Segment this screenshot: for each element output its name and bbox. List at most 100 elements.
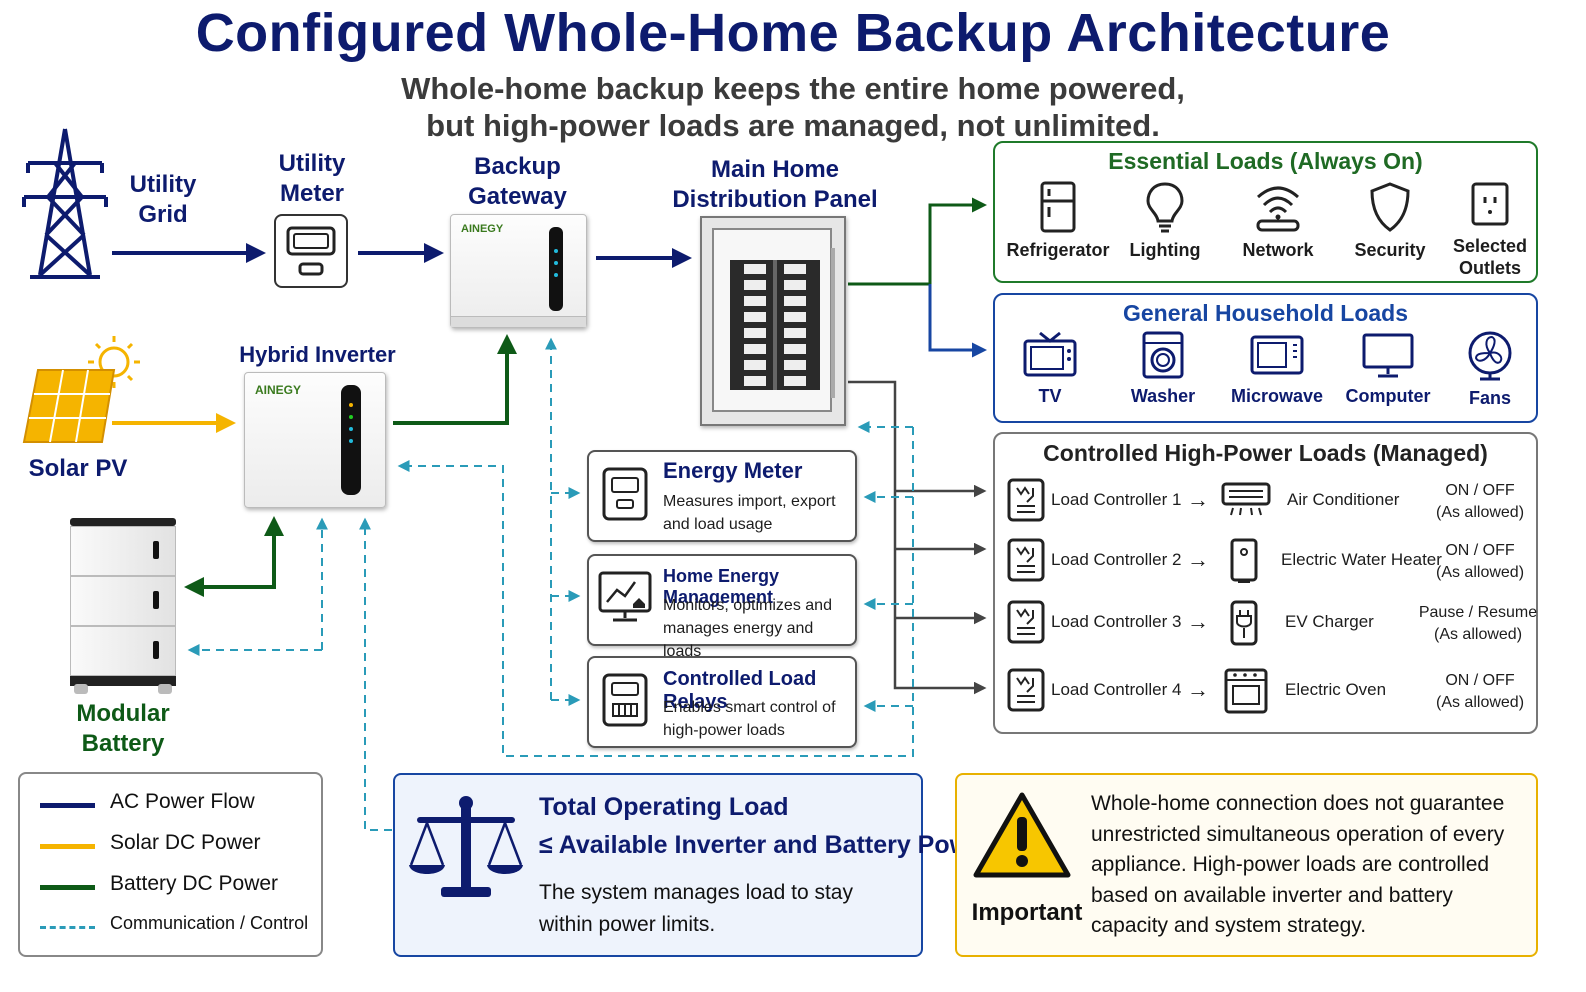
wire-panel-to-controller-4 — [848, 380, 987, 695]
essential-item-refrigerator: Refrigerator — [1003, 181, 1113, 261]
controlled-row-1: Load Controller 1 → Air Conditioner ON /… — [995, 478, 1535, 538]
general-item-label: Computer — [1345, 386, 1431, 406]
legend-label: Communication / Control — [110, 913, 309, 933]
air-conditioner-icon — [1221, 482, 1271, 516]
arrow-right-icon: → — [1187, 487, 1209, 512]
utility-grid-label: Utility Grid — [118, 170, 208, 230]
main-panel-label: Main Home Distribution Panel — [665, 155, 885, 215]
legend-label: AC Power Flow — [110, 790, 255, 813]
controlled-loads-panel: Controlled High-Power Loads (Managed) Lo… — [993, 432, 1538, 734]
utility-meter-label-line1: Utility — [278, 150, 346, 177]
row-state-line1: ON / OFF — [1445, 672, 1515, 689]
row-state: ON / OFF (As allowed) — [1425, 480, 1535, 524]
transmission-tower-icon — [20, 125, 110, 288]
wire-inverter-to-gateway — [393, 334, 517, 425]
hybrid-inverter-brand: AINEGY — [255, 383, 302, 397]
appliance-label: Electric Water Heater — [1281, 550, 1442, 569]
general-item-computer: Computer — [1333, 331, 1443, 407]
controlled-loads-title: Controlled High-Power Loads (Managed) — [1043, 440, 1488, 466]
row-state-line1: ON / OFF — [1445, 542, 1515, 559]
important-text-line1: Whole-home connection does not guarantee — [1091, 792, 1505, 815]
solar-pv-label: Solar PV — [28, 455, 128, 482]
important-text-line4: based on available inverter and battery — [1091, 883, 1453, 907]
solar-panel-icon — [18, 330, 144, 453]
total-load-inequality: ≤ Available Inverter and Battery Power — [539, 831, 993, 859]
relay-icon — [602, 673, 648, 727]
row-state-line1: Pause / Resume — [1418, 604, 1538, 621]
general-item-tv: TV — [1005, 331, 1095, 407]
controller-label: Load Controller 3 — [1051, 612, 1182, 631]
energy-meter-icon — [602, 467, 648, 521]
legend-swatch — [40, 885, 95, 890]
modular-battery-label: Modular Battery — [60, 699, 186, 759]
legend-box: AC Power Flow Solar DC Power Battery DC … — [18, 772, 323, 957]
microwave-icon — [1250, 335, 1304, 375]
appliance-label: Air Conditioner — [1287, 490, 1400, 509]
important-text-line5: capacity and system strategy. — [1091, 914, 1367, 937]
lightbulb-icon — [1146, 182, 1184, 233]
essential-item-network: Network — [1223, 181, 1333, 261]
controller-label: Load Controller 2 — [1051, 550, 1182, 569]
wire-inverter-to-battery — [184, 520, 276, 597]
arrow-right-icon: → — [1187, 609, 1209, 634]
hybrid-inverter-label: Hybrid Inverter — [239, 342, 396, 367]
essential-item-label: Network — [1242, 240, 1314, 260]
essential-item-label: Lighting — [1129, 240, 1201, 260]
essential-loads-panel: Essential Loads (Always On) Refrigerator… — [993, 141, 1538, 283]
fan-icon — [1468, 331, 1512, 381]
backup-gateway-label-line2: Gateway — [468, 183, 567, 210]
row-state: Pause / Resume (As allowed) — [1415, 602, 1541, 646]
modular-battery-label-line2: Battery — [81, 730, 165, 757]
hybrid-inverter-device: AINEGY — [244, 372, 386, 508]
distribution-panel-device — [700, 216, 846, 426]
general-item-washer: Washer — [1113, 331, 1213, 407]
info-box-title: Energy Meter — [663, 458, 803, 483]
essential-loads-title: Essential Loads (Always On) — [1108, 148, 1423, 174]
backup-gateway-device: AINEGY — [450, 214, 587, 328]
wire-panel-to-general — [928, 284, 987, 358]
essential-item-label: Security — [1354, 240, 1426, 260]
essential-item-label: Selected Outlets — [1452, 236, 1528, 278]
general-item-label: Fans — [1468, 388, 1511, 408]
row-state-line2: (As allowed) — [1435, 694, 1525, 711]
info-box-desc-line2: high-power loads — [663, 722, 785, 739]
essential-item-selected-outlets: Selected Outlets — [1440, 181, 1540, 279]
important-label: Important — [971, 899, 1083, 926]
utility-meter-label: Utility Meter — [262, 149, 362, 209]
legend-swatch — [40, 803, 95, 808]
utility-meter-label-line2: Meter — [279, 180, 345, 207]
subtitle-line-2: but high-power loads are managed, not un… — [426, 108, 1160, 143]
legend-swatch — [40, 926, 95, 929]
load-controller-icon — [1007, 538, 1045, 582]
home-energy-management-box: Home Energy Management Monitors, optimiz… — [587, 554, 857, 660]
modular-battery-device — [70, 518, 176, 696]
general-loads-title: General Household Loads — [1123, 300, 1408, 326]
controlled-load-relays-box: Controlled Load Relays Enables smart con… — [587, 656, 857, 748]
general-item-label: Microwave — [1230, 386, 1324, 406]
controlled-row-2: Load Controller 2 → Electric Water Heate… — [995, 538, 1535, 598]
info-box-desc-line1: Monitors, optimizes and — [663, 597, 832, 614]
gateway-status-strip — [549, 227, 563, 311]
balance-scale-icon — [409, 796, 523, 897]
arrow-right-icon: → — [1187, 547, 1209, 572]
row-state-line2: (As allowed) — [1435, 564, 1525, 581]
total-load-box: Total Operating Load ≤ Available Inverte… — [393, 773, 993, 957]
row-state-line1: ON / OFF — [1445, 482, 1515, 499]
warning-triangle-icon — [973, 792, 1071, 878]
important-box: Important Whole-home connection does not… — [955, 773, 1538, 957]
refrigerator-icon — [1040, 181, 1076, 233]
controller-label: Load Controller 1 — [1051, 490, 1182, 509]
load-controller-icon — [1007, 478, 1045, 522]
inverter-status-strip — [341, 385, 361, 495]
controlled-row-4: Load Controller 4 → Electric Oven ON / O… — [995, 668, 1535, 728]
important-text-line3: appliance. High-power loads are controll… — [1091, 853, 1490, 876]
utility-meter-icon — [274, 214, 348, 288]
general-item-fans: Fans — [1445, 331, 1535, 409]
legend-label: Solar DC Power — [110, 831, 261, 854]
essential-item-label: Refrigerator — [1006, 240, 1110, 260]
modular-battery-label-line1: Modular — [76, 700, 170, 727]
legend-label: Battery DC Power — [110, 872, 279, 895]
